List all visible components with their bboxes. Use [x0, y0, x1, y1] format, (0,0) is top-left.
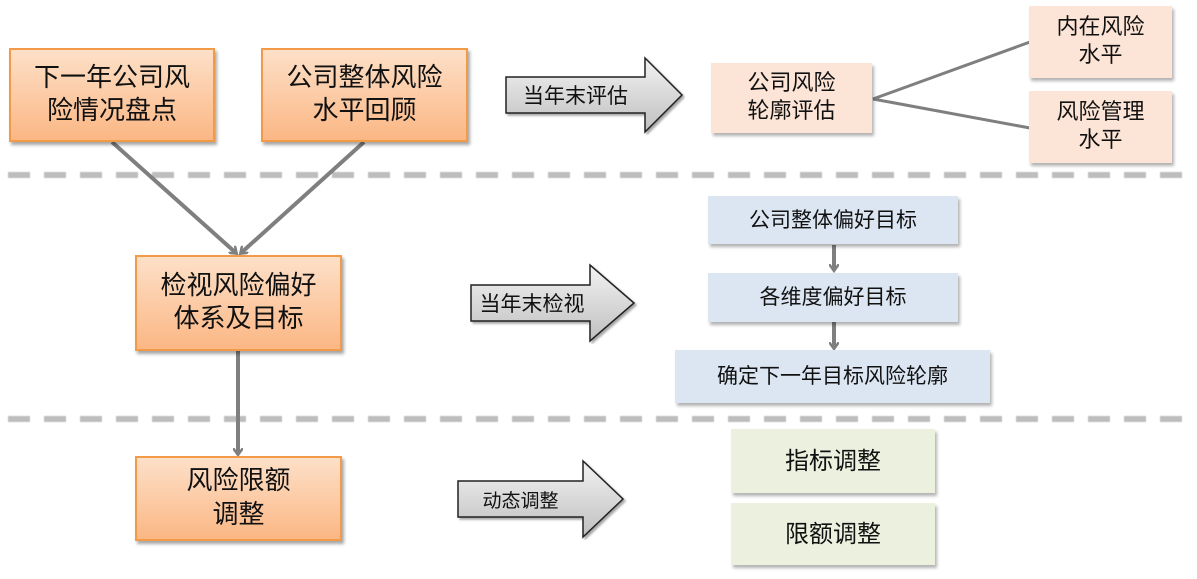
connector-center-to-branch-1 [872, 40, 1031, 101]
dynamic-adjust-label: 动态调整 [482, 489, 559, 512]
overall-risk-review-label: 公司整体风险 水平回顾 [286, 62, 443, 126]
risk-management-level-label: 风险管理 水平 [1056, 99, 1145, 153]
inherent-risk-level-label: 内在风险 水平 [1056, 14, 1145, 68]
connector-box1-to-box3 [110, 140, 236, 253]
year-end-assessment-arrow: 当年末评估 [503, 55, 685, 135]
connector-center-to-branch-2 [872, 97, 1031, 130]
year-end-assessment-label: 当年末评估 [523, 84, 628, 108]
risk-appetite-review-label: 检视风险偏好 体系及目标 [160, 270, 317, 334]
year-end-review-label: 当年末检视 [479, 292, 585, 316]
target-risk-profile-label: 确定下一年目标风险轮廓 [717, 364, 948, 389]
year-end-review-arrow: 当年末检视 [468, 262, 638, 344]
risk-inventory-box: 下一年公司风 险情况盘点 [9, 48, 215, 142]
dimension-appetite-target-box: 各维度偏好目标 [708, 273, 958, 322]
risk-limit-adjust-box: 风险限额 调整 [135, 456, 342, 541]
limit-adjust-label: 限额调整 [785, 519, 881, 548]
section-divider-2 [8, 416, 1193, 422]
section-divider-1 [8, 172, 1193, 178]
connector-box2-to-box3 [241, 140, 366, 253]
block-arrow-icon [505, 56, 684, 134]
indicator-adjust-label: 指标调整 [785, 446, 881, 475]
dimension-appetite-target-label: 各维度偏好目标 [759, 285, 907, 310]
risk-profile-assessment-label: 公司风险 轮廓评估 [747, 70, 836, 124]
inherent-risk-level-box: 内在风险 水平 [1029, 6, 1172, 78]
risk-appetite-review-box: 检视风险偏好 体系及目标 [135, 255, 342, 351]
risk-management-level-box: 风险管理 水平 [1029, 91, 1172, 163]
overall-appetite-target-label: 公司整体偏好目标 [749, 207, 917, 232]
overall-risk-review-box: 公司整体风险 水平回顾 [261, 48, 468, 142]
risk-inventory-label: 下一年公司风 险情况盘点 [33, 62, 190, 126]
block-arrow-icon [457, 459, 625, 539]
overall-appetite-target-box: 公司整体偏好目标 [708, 196, 958, 244]
risk-profile-assessment-box: 公司风险 轮廓评估 [711, 63, 872, 133]
target-risk-profile-box: 确定下一年目标风险轮廓 [675, 350, 990, 403]
block-arrow-icon [470, 263, 636, 343]
risk-limit-adjust-label: 风险限额 调整 [186, 466, 291, 530]
limit-adjust-box: 限额调整 [731, 503, 935, 565]
dynamic-adjust-arrow: 动态调整 [455, 458, 627, 540]
indicator-adjust-box: 指标调整 [731, 429, 935, 493]
